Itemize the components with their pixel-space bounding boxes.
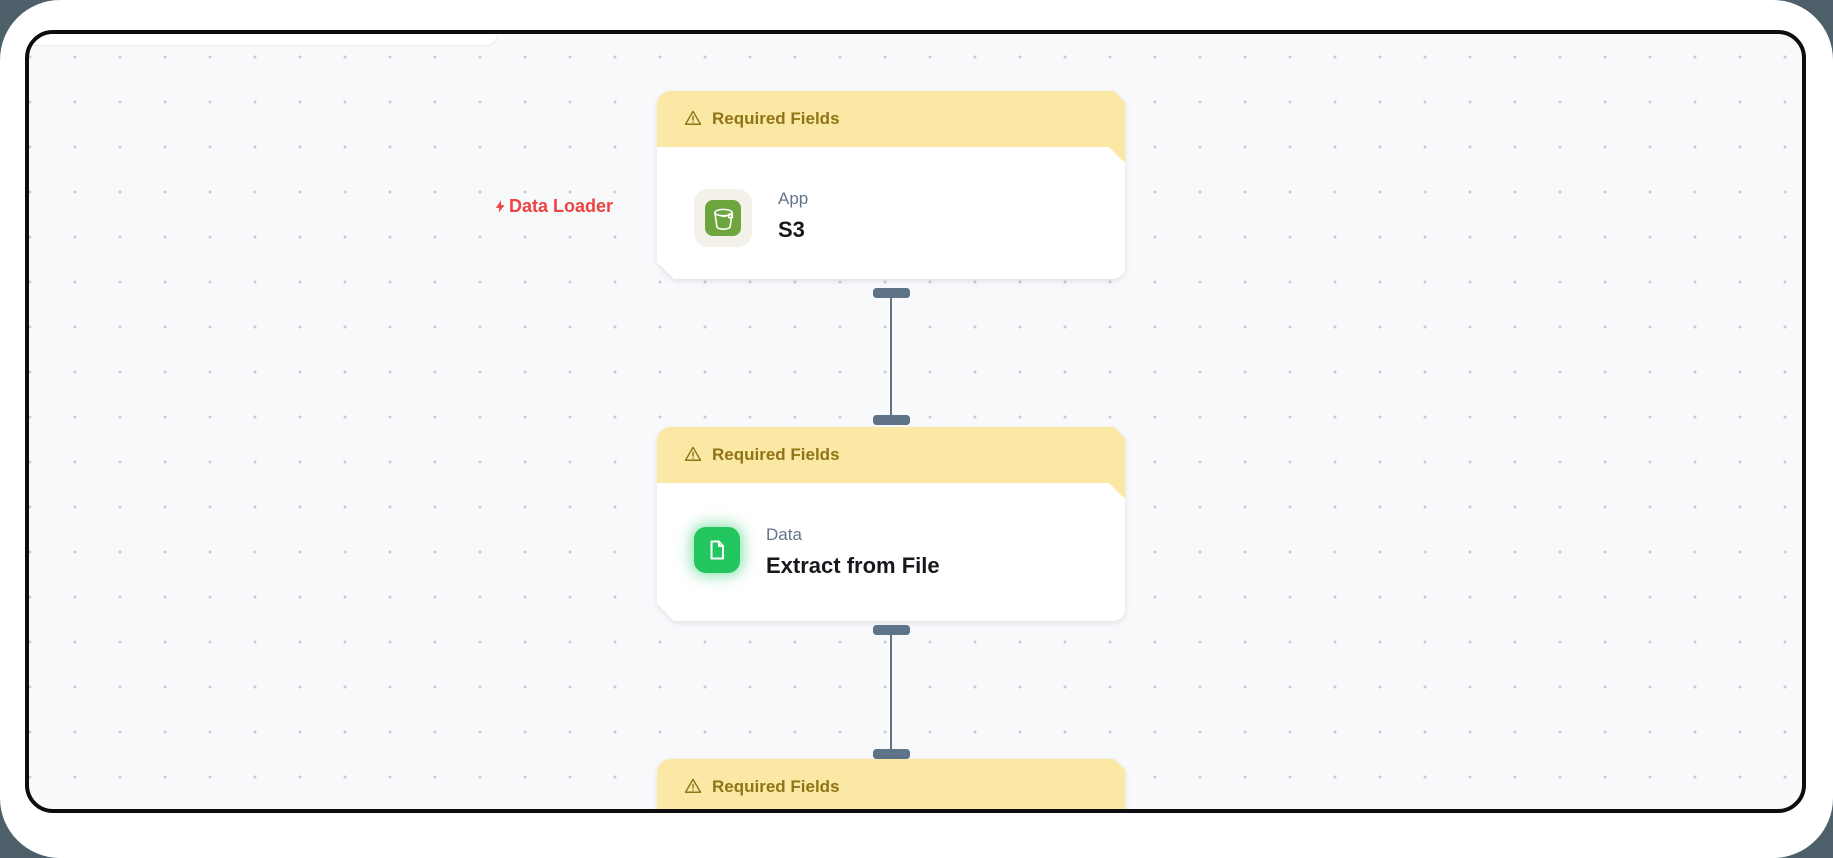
toolbar-panel-edge	[29, 34, 498, 46]
banner-label: Required Fields	[712, 777, 840, 796]
workflow-node-extract-from-file[interactable]: Required Fields Data Extract from File	[657, 427, 1125, 621]
connection-handle-target[interactable]	[873, 749, 910, 759]
banner-label: Required Fields	[712, 445, 840, 464]
data-loader-group-label[interactable]: Data Loader	[449, 195, 613, 217]
connection-handle-target[interactable]	[873, 415, 910, 425]
banner-label: Required Fields	[712, 109, 840, 128]
workflow-node-bottom[interactable]: Required Fields	[657, 759, 1125, 813]
group-label-text: Data Loader	[508, 196, 613, 216]
node-card[interactable]: Data Extract from File	[657, 483, 1125, 621]
warning-triangle-icon	[683, 108, 703, 128]
warning-triangle-icon	[683, 776, 703, 796]
required-fields-banner: Required Fields	[657, 759, 1125, 813]
node-category-label: App	[778, 189, 809, 208]
node-card[interactable]: App S3	[657, 147, 1125, 279]
app-icon-tile	[694, 189, 752, 247]
s3-bucket-icon	[705, 200, 741, 236]
node-title: Extract from File	[766, 553, 940, 578]
node-category-label: Data	[766, 525, 802, 544]
lightning-bolt-icon	[495, 199, 505, 213]
file-document-icon	[694, 527, 740, 573]
connection-edge	[890, 293, 892, 420]
node-title: S3	[778, 217, 805, 242]
warning-triangle-icon	[683, 444, 703, 464]
workflow-canvas[interactable]: Data Loader Required Fields	[25, 30, 1806, 813]
connection-edge	[890, 630, 892, 754]
workflow-node-s3[interactable]: Required Fields App S3	[657, 91, 1125, 279]
